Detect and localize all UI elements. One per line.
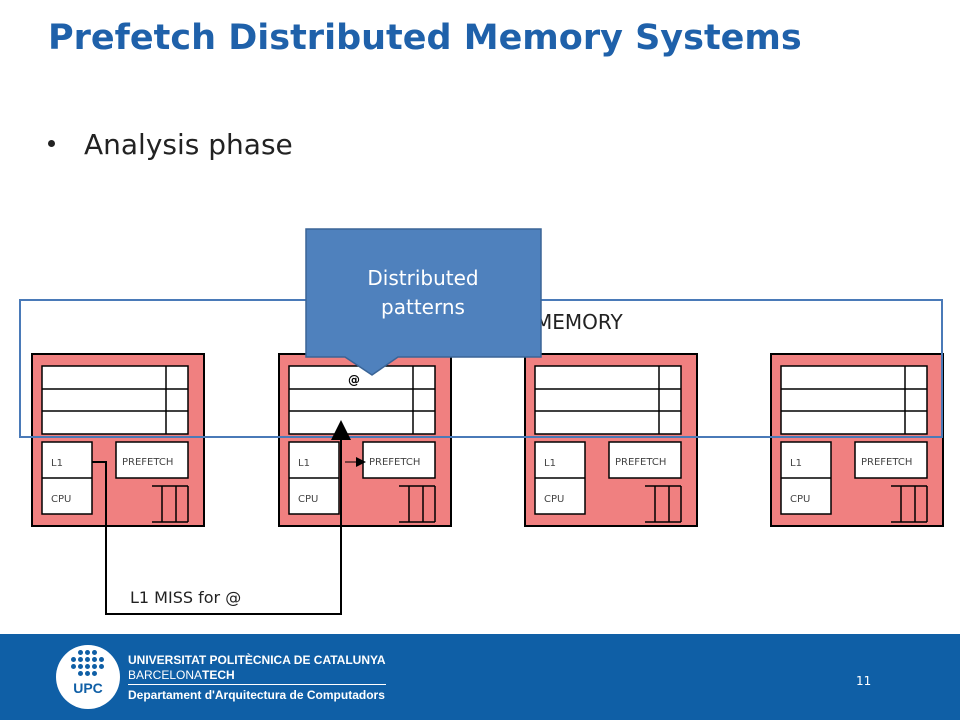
- prefetch-label: PREFETCH: [122, 457, 173, 468]
- bullet-dot-icon: [48, 140, 55, 147]
- cpu-label: CPU: [544, 494, 564, 505]
- prefetch-box: [362, 441, 436, 479]
- l1-label: L1: [51, 458, 63, 469]
- prefetch-label: PREFETCH: [369, 457, 420, 468]
- cpu-label: CPU: [51, 494, 71, 505]
- prefetch-label: PREFETCH: [861, 457, 912, 468]
- l1-label: L1: [790, 458, 802, 469]
- bullet-text: Analysis phase: [84, 128, 293, 161]
- miss-path-arrow: [92, 420, 351, 615]
- university-name: UNIVERSITAT POLITÈCNICA DE CATALUNYA: [128, 653, 386, 667]
- department-name: Departament d'Arquitectura de Computador…: [128, 688, 385, 702]
- cpu-label: CPU: [790, 494, 810, 505]
- prefetch-box: [608, 441, 682, 479]
- node-4: L1 CPU PREFETCH: [770, 353, 944, 527]
- memory-label: MEMORY: [535, 310, 624, 334]
- upc-logo-text: UPC: [73, 680, 103, 696]
- footer-bar: [0, 634, 960, 720]
- node-3: L1 CPU PREFETCH: [524, 353, 698, 527]
- university-city: BARCELONATECH: [128, 668, 235, 682]
- address-marker: @: [348, 373, 360, 387]
- city-name: BARCELONA: [128, 668, 203, 682]
- l1-label: L1: [544, 458, 556, 469]
- miss-label: L1 MISS for @: [130, 588, 241, 607]
- memory-bank: [780, 365, 928, 435]
- callout-line-1: Distributed: [367, 266, 478, 290]
- node-1: L1 CPU PREFETCH: [31, 353, 205, 527]
- callout-line-2: patterns: [381, 295, 465, 319]
- footer-divider: [128, 684, 386, 685]
- memory-bank: [41, 365, 189, 435]
- upc-logo: [56, 645, 120, 709]
- cpu-label: CPU: [298, 494, 318, 505]
- prefetch-label: PREFETCH: [615, 457, 666, 468]
- memory-bank: [534, 365, 682, 435]
- page-number: 11: [856, 674, 872, 688]
- prefetch-box: [854, 441, 928, 479]
- upc-logo-dots-icon: [70, 650, 106, 680]
- slide-title: Prefetch Distributed Memory Systems: [48, 18, 802, 58]
- city-suffix: TECH: [202, 668, 235, 682]
- distributed-patterns-callout: Distributed patterns: [305, 228, 542, 376]
- prefetch-box: [115, 441, 189, 479]
- node-2: @ L1 CPU PREFETCH: [278, 353, 452, 527]
- l1-label: L1: [298, 458, 310, 469]
